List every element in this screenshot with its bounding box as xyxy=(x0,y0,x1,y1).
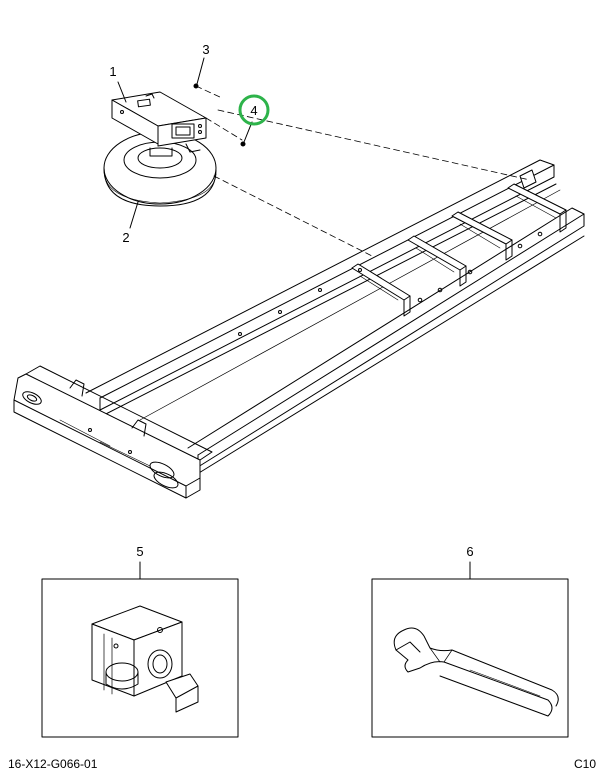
leader-lines xyxy=(117,57,471,580)
sheet-code: C10 xyxy=(573,757,596,771)
bolt-3 xyxy=(193,83,199,89)
drawing-id: 16-X12-G066-01 xyxy=(8,757,98,771)
callout-1: 1 xyxy=(109,64,116,79)
winch-handle-wrench xyxy=(393,627,559,717)
callout-4[interactable]: 4 xyxy=(250,103,257,118)
detail-box-6 xyxy=(371,578,569,738)
chassis-frame xyxy=(13,159,585,499)
spare-tire xyxy=(103,131,217,207)
assembly-center-lines xyxy=(195,85,531,257)
highlight-ring xyxy=(238,94,270,126)
winch-mechanism xyxy=(91,605,199,713)
callout-3: 3 xyxy=(202,42,209,57)
callout-5: 5 xyxy=(136,544,143,559)
callout-2: 2 xyxy=(122,230,129,245)
carrier-bracket xyxy=(111,91,207,157)
callout-6: 6 xyxy=(466,544,473,559)
detail-box-5 xyxy=(41,578,239,738)
bolt-4 xyxy=(240,141,246,147)
